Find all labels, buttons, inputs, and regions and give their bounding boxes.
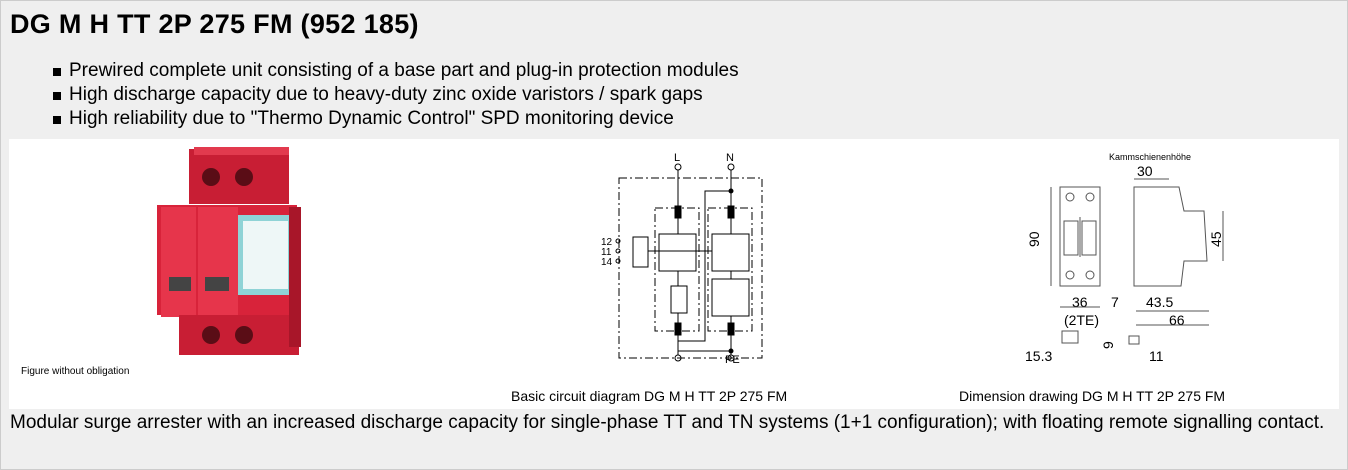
dimension-drawing: Kammschienenhöhe 30 90 45 36 (2TE) 7 43.… — [1025, 152, 1224, 364]
label-n: N — [726, 152, 734, 164]
dim-7: 7 — [1111, 294, 1119, 310]
dim-43-5: 43.5 — [1146, 294, 1173, 310]
dim-9: 9 — [1100, 341, 1116, 349]
figure-caption: Figure without obligation — [21, 366, 130, 377]
terminal-14: 14 — [601, 257, 613, 268]
label-l: L — [674, 152, 680, 164]
page-title: DG M H TT 2P 275 FM (952 185) — [10, 9, 419, 39]
circuit-caption: Basic circuit diagram DG M H TT 2P 275 F… — [511, 388, 788, 404]
terminal-11: 11 — [601, 247, 612, 258]
dim-30: 30 — [1137, 163, 1153, 179]
dim-11: 11 — [1149, 348, 1164, 364]
dim-15-3: 15.3 — [1025, 348, 1052, 364]
dim-2te: (2TE) — [1064, 312, 1099, 328]
label-pe: PE — [725, 354, 740, 366]
bullet-icon — [53, 116, 61, 124]
feature-text: High discharge capacity due to heavy-dut… — [69, 84, 703, 105]
feature-text: High reliability due to "Thermo Dynamic … — [69, 108, 674, 129]
dimension-caption: Dimension drawing DG M H TT 2P 275 FM — [959, 388, 1226, 404]
feature-list: Prewired complete unit consisting of a b… — [53, 59, 739, 131]
dim-66: 66 — [1169, 312, 1185, 328]
image-panel: Figure without obligation L N PE 12 11 1… — [9, 139, 1339, 409]
bullet-icon — [53, 92, 61, 100]
feature-item: Prewired complete unit consisting of a b… — [53, 59, 739, 83]
feature-item: High reliability due to "Thermo Dynamic … — [53, 107, 739, 131]
dim-90: 90 — [1026, 231, 1042, 247]
terminal-12: 12 — [601, 237, 613, 248]
bullet-icon — [53, 68, 61, 76]
circuit-diagram: L N PE 12 11 14 — [601, 152, 763, 366]
feature-text: Prewired complete unit consisting of a b… — [69, 60, 739, 81]
dim-36: 36 — [1072, 294, 1088, 310]
feature-item: High discharge capacity due to heavy-dut… — [53, 83, 739, 107]
product-image — [157, 147, 301, 355]
product-description: Modular surge arrester with an increased… — [10, 412, 1325, 433]
dim-45: 45 — [1208, 231, 1224, 247]
dim-header: Kammschienenhöhe — [1109, 152, 1191, 162]
